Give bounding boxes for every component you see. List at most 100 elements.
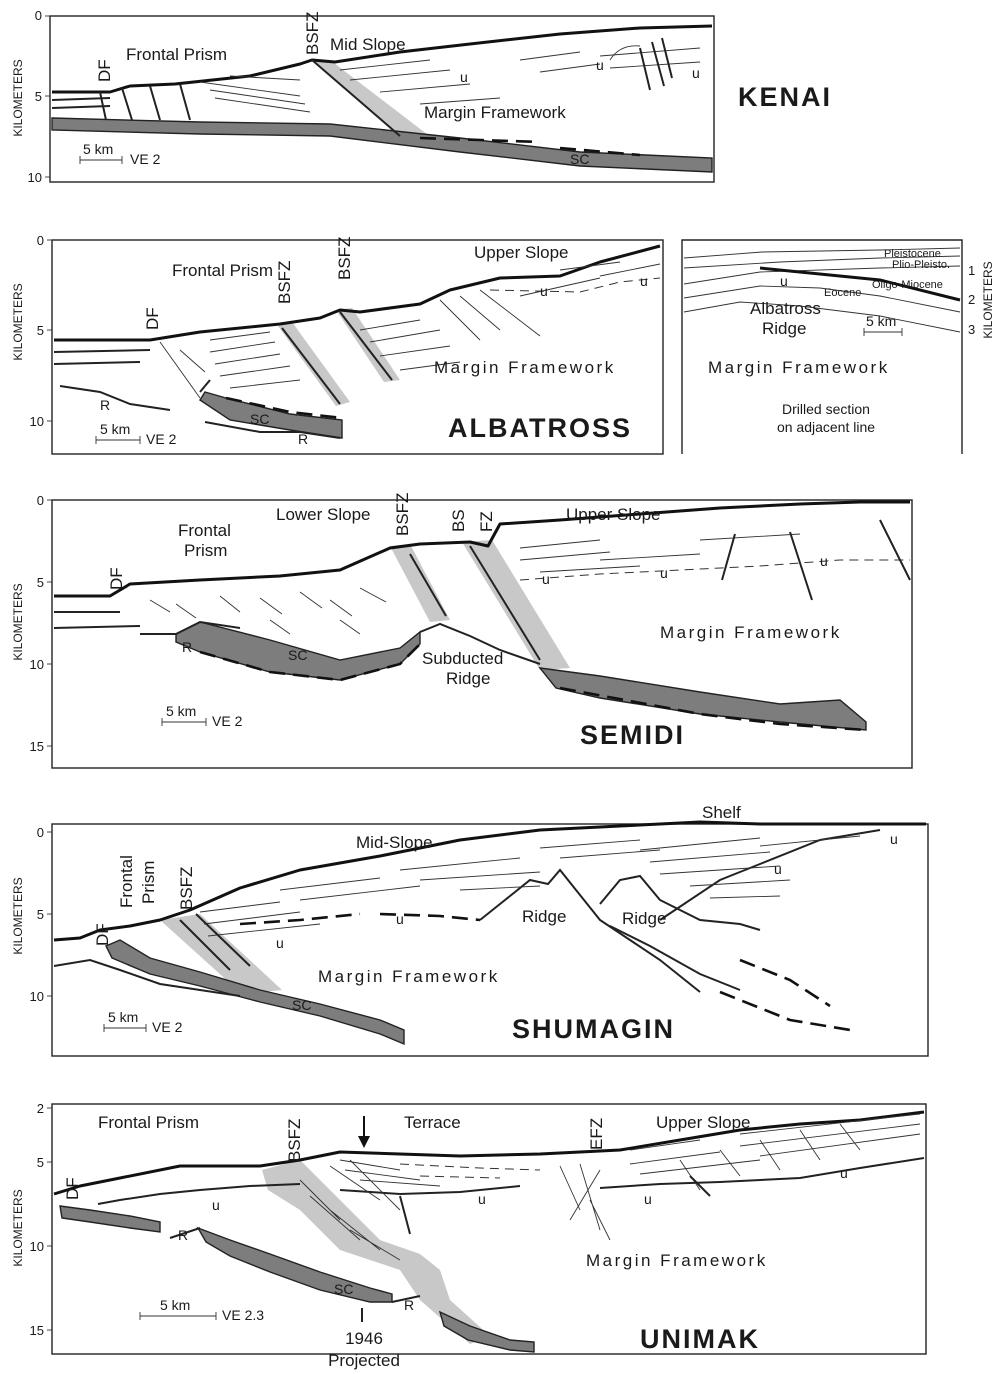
shumagin-scale-bar: 5 km VE 2 (104, 1009, 183, 1035)
semidi-label-u1: u (542, 571, 550, 587)
unimak-scale-distance: 5 km (160, 1297, 190, 1313)
albatross-inset-eocene: Eocene (824, 287, 861, 299)
semidi-label-margin-framework: Margin Framework (660, 623, 842, 642)
semidi-title: SEMIDI (580, 720, 685, 750)
albatross-label-upper-slope: Upper Slope (474, 243, 569, 262)
panel-kenai: 0 5 10 KILOMETERS DF Frontal Prism BSFZ … (11, 8, 832, 185)
kenai-label-mid-slope: Mid Slope (330, 35, 406, 54)
shumagin-subduction-channel (106, 940, 404, 1044)
albatross-label-r1: R (100, 397, 110, 413)
semidi-fault-zone-1 (390, 544, 450, 622)
albatross-axis-title: KILOMETERS (11, 283, 25, 360)
kenai-title: KENAI (738, 82, 832, 112)
unimak-label-terrace: Terrace (404, 1113, 461, 1132)
kenai-scale-distance: 5 km (83, 141, 113, 157)
unimak-label-u1: u (212, 1197, 220, 1213)
kenai-label-df: DF (95, 59, 114, 82)
albatross-inset-caption-line1: Drilled section (782, 401, 870, 417)
semidi-trench-fill (54, 612, 140, 628)
semidi-tick-0: 0 (37, 493, 44, 508)
albatross-label-bsfz-2: BSFZ (335, 237, 354, 280)
shumagin-label-prism: Prism (139, 861, 158, 904)
shumagin-label-u3: u (774, 861, 782, 877)
kenai-label-u3: u (692, 65, 700, 81)
albatross-scale-ve: VE 2 (146, 431, 177, 447)
shumagin-framework-top (240, 914, 480, 924)
semidi-label-bs: BS (449, 509, 468, 532)
albatross-scale-distance: 5 km (100, 421, 130, 437)
semidi-label-frontal-line1: Frontal (178, 521, 231, 540)
kenai-label-u1: u (460, 69, 468, 85)
unimak-tick-2: 2 (37, 1101, 44, 1116)
albatross-label-u2: u (640, 273, 648, 289)
semidi-label-u3: u (820, 553, 828, 569)
unimak-axis-title: KILOMETERS (11, 1189, 25, 1266)
shumagin-ridge-flank (610, 926, 740, 990)
albatross-inset-axis-title: KILOMETERS (981, 261, 995, 338)
panel-semidi: 0 5 10 15 KILOMETERS DF Frontal Prism Lo… (11, 493, 912, 768)
unimak-label-sc: SC (334, 1281, 353, 1297)
unimak-label-projected: Projected (328, 1351, 400, 1370)
semidi-label-fz: FZ (477, 511, 496, 532)
albatross-inset-plio-pleisto: Plio-Pleisto. (892, 259, 950, 271)
albatross-tick-5: 5 (37, 323, 44, 338)
unimak-label-df: DF (63, 1177, 82, 1200)
unimak-label-u2: u (478, 1191, 486, 1207)
shumagin-label-ridge-1: Ridge (522, 907, 566, 926)
shumagin-label-bsfz: BSFZ (177, 867, 196, 910)
kenai-label-frontal-prism: Frontal Prism (126, 45, 227, 64)
shumagin-label-mid-slope: Mid-Slope (356, 833, 433, 852)
albatross-label-r2: R (298, 431, 308, 447)
albatross-trench-fill (54, 350, 150, 364)
semidi-scale-ve: VE 2 (212, 713, 243, 729)
kenai-y-axis: 0 5 10 KILOMETERS (11, 8, 50, 185)
panel-unimak: 2 5 10 15 KILOMETERS DF Frontal Pri (11, 1101, 926, 1370)
semidi-label-bsfz: BSFZ (393, 493, 412, 536)
panel-shumagin: 0 5 10 KILOMETERS DF Frontal Prism BSFZ … (11, 803, 928, 1056)
albatross-tick-10: 10 (30, 414, 44, 429)
shumagin-shelf-basin (660, 830, 880, 920)
shumagin-title: SHUMAGIN (512, 1014, 675, 1044)
shumagin-ridge-dashes (720, 960, 850, 1030)
kenai-axis-title: KILOMETERS (11, 59, 25, 136)
semidi-label-lower-slope: Lower Slope (276, 505, 371, 524)
albatross-inset-tick-1: 1 (968, 263, 975, 278)
kenai-tick-0: 0 (35, 8, 42, 23)
shumagin-scale-distance: 5 km (108, 1009, 138, 1025)
albatross-inset-ridge-line2: Ridge (762, 319, 806, 338)
unimak-label-year: 1946 (345, 1329, 383, 1348)
semidi-scale-distance: 5 km (166, 703, 196, 719)
albatross-inset-axis: 1 2 3 KILOMETERS (968, 261, 995, 338)
kenai-label-margin-framework: Margin Framework (424, 103, 566, 122)
unimak-label-frontal-prism: Frontal Prism (98, 1113, 199, 1132)
unimak-fault-zone (262, 1160, 490, 1344)
albatross-inset: Pleistocene Plio-Pleisto. Oligo-Miocene … (682, 240, 995, 454)
panel-albatross: 0 5 10 KILOMETERS Frontal Prism DF BSFZ … (11, 233, 995, 454)
shumagin-ridge-1 (480, 870, 700, 992)
albatross-inset-tick-2: 2 (968, 292, 975, 307)
shumagin-tick-0: 0 (37, 825, 44, 840)
shumagin-axis-title: KILOMETERS (11, 877, 25, 954)
semidi-label-u2: u (660, 565, 668, 581)
semidi-label-subducted-line1: Subducted (422, 649, 503, 668)
shumagin-tick-10: 10 (30, 989, 44, 1004)
albatross-label-df: DF (143, 307, 162, 330)
albatross-inset-scale-bar: 5 km (864, 313, 902, 336)
unimak-label-upper-slope: Upper Slope (656, 1113, 751, 1132)
unimak-label-u4: u (840, 1165, 848, 1181)
unimak-title: UNIMAK (640, 1324, 760, 1354)
shumagin-label-margin-framework: Margin Framework (318, 967, 500, 986)
albatross-inset-tick-3: 3 (968, 322, 975, 337)
unimak-label-r1: R (178, 1227, 188, 1243)
albatross-label-frontal-prism: Frontal Prism (172, 261, 273, 280)
albatross-label-margin-framework: Margin Framework (434, 358, 616, 377)
kenai-scale-ve: VE 2 (130, 151, 161, 167)
unimak-label-bsfz: BSFZ (285, 1119, 304, 1162)
albatross-title: ALBATROSS (448, 413, 632, 443)
semidi-axis-title: KILOMETERS (11, 583, 25, 660)
unimak-label-margin-framework: Margin Framework (586, 1251, 768, 1270)
semidi-label-frontal-line2: Prism (184, 541, 227, 560)
albatross-tick-0: 0 (37, 233, 44, 248)
semidi-y-axis: 0 5 10 15 KILOMETERS (11, 493, 52, 754)
semidi-label-upper-slope: Upper Slope (566, 505, 661, 524)
